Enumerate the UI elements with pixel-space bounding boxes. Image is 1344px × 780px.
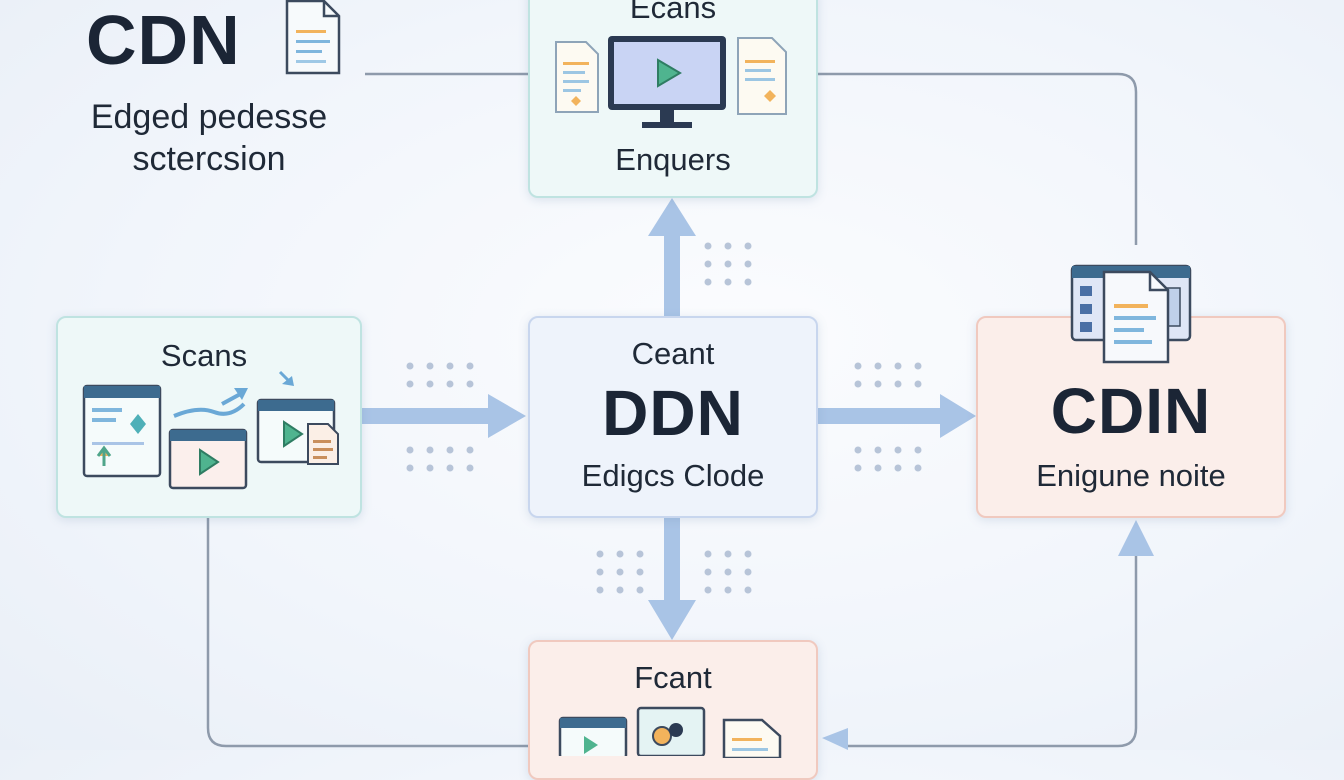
- node-center-main: DDN: [602, 377, 744, 449]
- node-center-caption: Edigcs Clode: [581, 458, 765, 493]
- arrowhead-bottom-in: [822, 728, 848, 750]
- node-bottom-title: Fcant: [634, 660, 712, 695]
- dot-grid-left-upper: [406, 362, 474, 388]
- dot-grid-right-upper: [854, 362, 922, 388]
- document-icon: [554, 40, 600, 119]
- header-subtitle-line2: sctercsion: [132, 140, 286, 178]
- node-center-title: Ceant: [631, 336, 715, 371]
- header-subtitle: Edged pedesse sctercsion: [80, 96, 338, 180]
- image-icon: [636, 706, 706, 761]
- dot-grid-bottom-left: [596, 550, 644, 594]
- video-window-icon: [168, 428, 248, 495]
- arrow-center-to-right: [818, 394, 976, 438]
- node-center[interactable]: Ceant DDN Edigcs Clode: [528, 316, 818, 518]
- node-top[interactable]: Ecans Enquers: [528, 0, 818, 198]
- node-right-caption: Enigune noite: [1036, 458, 1226, 493]
- arrowhead-right-up: [1118, 520, 1154, 556]
- connector-top-right: [817, 72, 1138, 245]
- arrow-left-to-center: [362, 394, 526, 438]
- arrow-center-to-top: [648, 198, 696, 316]
- document-icon: [1102, 270, 1170, 369]
- trend-arrow-icon: [168, 370, 308, 435]
- video-window-icon: [558, 716, 628, 761]
- document-icon: [306, 422, 340, 471]
- dot-grid-bottom-right: [704, 550, 752, 594]
- dot-grid-left-lower: [406, 446, 474, 472]
- document-icon: [736, 36, 788, 121]
- connector-right-bottom: [845, 556, 1138, 748]
- node-left-title: Scans: [160, 338, 248, 373]
- node-bottom[interactable]: Fcant: [528, 640, 818, 780]
- header-title: CDN: [86, 1, 241, 79]
- node-top-title: Ecans: [629, 0, 717, 25]
- connector-left-bottom: [206, 518, 528, 748]
- document-icon: [722, 718, 782, 763]
- connectors-layer: [206, 72, 1154, 750]
- header-subtitle-line1: Edged pedesse: [90, 98, 328, 136]
- node-left[interactable]: Scans: [56, 316, 362, 518]
- dot-grid-right-lower: [854, 446, 922, 472]
- browser-window-icon: [82, 384, 162, 483]
- document-icon: [284, 0, 342, 81]
- arrow-center-to-bottom: [648, 518, 696, 640]
- monitor-play-icon: [606, 34, 728, 137]
- node-top-caption: Enquers: [615, 142, 731, 177]
- dot-grid-top-center: [704, 242, 752, 286]
- node-right-main: CDIN: [1050, 375, 1212, 447]
